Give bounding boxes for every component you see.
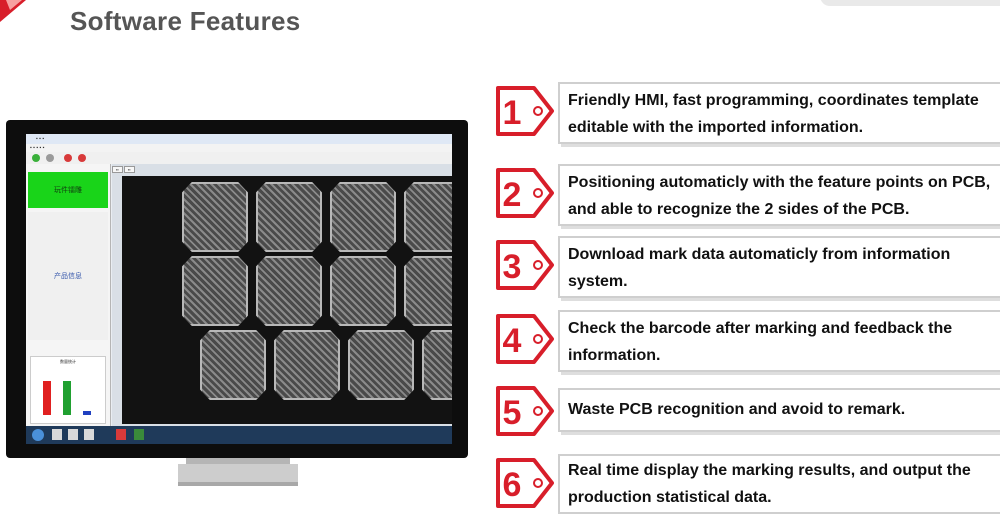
pcb-board — [422, 330, 452, 400]
monitor-stand-neck — [186, 458, 290, 466]
app-body: 玩件镭雕 产品信息 数量统计 ▪▪▪▪ — [26, 164, 452, 426]
feature-box: Friendly HMI, fast programming, coordina… — [558, 82, 1000, 144]
feature-item: 3 Download mark data automaticly from in… — [494, 236, 1000, 298]
svg-text:6: 6 — [503, 466, 522, 504]
svg-text:2: 2 — [503, 176, 522, 214]
number-tag-icon: 3 — [496, 240, 554, 290]
number-tag-icon: 5 — [496, 386, 554, 436]
feature-item: 1 Friendly HMI, fast programming, coordi… — [494, 82, 1000, 144]
pcb-board — [348, 330, 414, 400]
monitor-stand — [178, 464, 298, 486]
corner-decoration — [0, 0, 40, 34]
feature-text: Waste PCB recognition and avoid to remar… — [568, 401, 906, 418]
pcb-board — [404, 182, 452, 252]
app-titlebar: ▪ ▪ ▪ — [26, 134, 452, 144]
left-panel: 玩件镭雕 产品信息 数量统计 — [26, 164, 111, 426]
pcb-board — [330, 256, 396, 326]
svg-text:1: 1 — [503, 94, 522, 132]
svg-text:4: 4 — [503, 322, 522, 360]
feature-text: Friendly HMI, fast programming, coordina… — [568, 92, 979, 136]
pcb-camera-view — [122, 176, 452, 424]
pcb-board — [182, 256, 248, 326]
taskbar-icon — [116, 429, 126, 440]
feature-text: Download mark data automaticly from info… — [568, 246, 951, 290]
pcb-board — [200, 330, 266, 400]
feature-text: Check the barcode after marking and feed… — [568, 320, 953, 364]
feature-item: 5 Waste PCB recognition and avoid to rem… — [494, 384, 1000, 442]
app-menubar: ▪ ▪ ▪ ▪ ▪ — [26, 144, 452, 152]
feature-item: 6 Real time display the marking results,… — [494, 454, 1000, 514]
app-toolbar — [26, 152, 452, 164]
right-panel: ▪▪▪▪ — [112, 164, 452, 426]
statistics-chart: 数量统计 — [30, 356, 106, 424]
stat-bar-ok — [43, 381, 51, 415]
top-decoration-pill — [820, 0, 1000, 6]
number-tag-icon: 1 — [496, 86, 554, 136]
pause-icon — [46, 154, 54, 162]
feature-box: Download mark data automaticly from info… — [558, 236, 1000, 298]
status-indicator: 玩件镭雕 — [28, 172, 108, 208]
taskbar-icon — [68, 429, 78, 440]
view-tabs: ▪▪▪▪ — [112, 166, 136, 173]
product-info-panel: 产品信息 — [28, 212, 108, 340]
software-screenshot: ▪ ▪ ▪ ▪ ▪ ▪ ▪ ▪ 玩件镭雕 产品信息 数量统计 ▪▪▪▪ — [26, 134, 452, 444]
number-tag-icon: 4 — [496, 314, 554, 364]
feature-item: 4 Check the barcode after marking and fe… — [494, 310, 1000, 372]
close-icon — [78, 154, 86, 162]
feature-box: Positioning automaticly with the feature… — [558, 164, 1000, 226]
page-title: Software Features — [70, 6, 301, 36]
statistics-chart-title: 数量统计 — [60, 359, 76, 364]
svg-text:3: 3 — [503, 248, 522, 286]
pcb-board — [274, 330, 340, 400]
svg-text:5: 5 — [503, 394, 522, 432]
taskbar-icon — [134, 429, 144, 440]
pcb-board — [404, 256, 452, 326]
number-tag-icon: 2 — [496, 168, 554, 218]
feature-text: Positioning automaticly with the feature… — [568, 174, 991, 218]
feature-text: Real time display the marking results, a… — [568, 462, 971, 506]
start-button-icon — [32, 429, 44, 441]
feature-box: Real time display the marking results, a… — [558, 454, 1000, 514]
stat-bar-marked — [63, 381, 71, 415]
number-tag-icon: 6 — [496, 458, 554, 508]
taskbar-icon — [84, 429, 94, 440]
stat-bar-waste — [83, 411, 91, 415]
monitor: ▪ ▪ ▪ ▪ ▪ ▪ ▪ ▪ 玩件镭雕 产品信息 数量统计 ▪▪▪▪ — [6, 120, 468, 458]
pcb-board — [330, 182, 396, 252]
windows-taskbar — [26, 426, 452, 444]
pcb-board — [256, 256, 322, 326]
feature-box: Waste PCB recognition and avoid to remar… — [558, 388, 1000, 432]
pcb-board — [182, 182, 248, 252]
feature-box: Check the barcode after marking and feed… — [558, 310, 1000, 372]
stop-icon — [64, 154, 72, 162]
feature-item: 2 Positioning automaticly with the featu… — [494, 164, 1000, 226]
pcb-board — [256, 182, 322, 252]
taskbar-icon — [52, 429, 62, 440]
start-icon — [32, 154, 40, 162]
